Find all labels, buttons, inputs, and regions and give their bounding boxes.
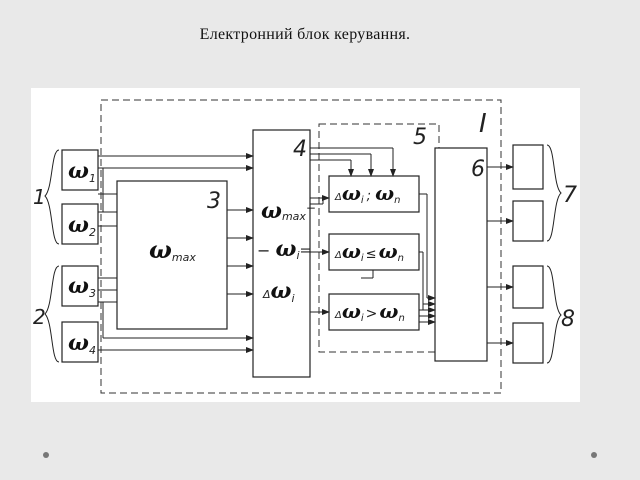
sensor-label-3: ω3 xyxy=(68,273,96,300)
block-diagram: 1 2 3 4 5 6 7 8 I ω1 ω2 ω3 ω4 ωmax ωmax−… xyxy=(33,99,577,394)
sensor-box-1 xyxy=(61,149,99,191)
sensor-box-3 xyxy=(61,265,99,307)
label-4: 4 xyxy=(293,137,307,162)
output-box-3 xyxy=(512,265,544,309)
block-3 xyxy=(116,180,228,330)
compare-label-3: Δωi>ωn xyxy=(334,299,405,324)
block4-line-1: ωmax− xyxy=(261,198,316,224)
brace-right-8 xyxy=(546,265,562,364)
output-box-1 xyxy=(512,144,544,190)
compare-box-2 xyxy=(328,233,420,271)
unit-boundary xyxy=(100,99,502,394)
output-box-4 xyxy=(512,322,544,364)
label-8: 8 xyxy=(561,307,575,332)
compare-box-1 xyxy=(328,175,420,213)
brace-right-7 xyxy=(546,144,562,242)
block-4 xyxy=(252,129,311,378)
compare-label-1: Δωi;ωn xyxy=(334,181,400,206)
label-3: 3 xyxy=(207,189,221,214)
block4-line-2: − ωi= xyxy=(257,236,311,262)
sensor-label-1: ω1 xyxy=(68,158,96,185)
slide-corner-dot-left xyxy=(43,452,49,458)
sensor-label-4: ω4 xyxy=(68,330,96,357)
block3-label: ωmax xyxy=(149,235,196,264)
sensor-label-2: ω2 xyxy=(68,212,96,239)
output-box-2 xyxy=(512,200,544,242)
block-6 xyxy=(434,147,488,362)
slide-title: Електронний блок керування. xyxy=(199,26,411,43)
sensor-box-4 xyxy=(61,321,99,363)
brace-left-1 xyxy=(44,149,60,245)
compare-label-2: Δωi≤ωn xyxy=(334,239,404,264)
label-6: 6 xyxy=(471,157,485,182)
label-2: 2 xyxy=(33,305,46,329)
label-1: 1 xyxy=(33,185,46,209)
brace-left-2 xyxy=(44,265,60,363)
label-7: 7 xyxy=(563,183,577,208)
compare-box-3 xyxy=(328,293,420,331)
connection-lines xyxy=(98,147,514,353)
label-5: 5 xyxy=(413,125,427,150)
sensor-box-2 xyxy=(61,203,99,245)
label-roman-one: I xyxy=(479,109,487,139)
slide-corner-dot-right xyxy=(591,452,597,458)
block4-line-3: Δωi xyxy=(262,278,295,305)
